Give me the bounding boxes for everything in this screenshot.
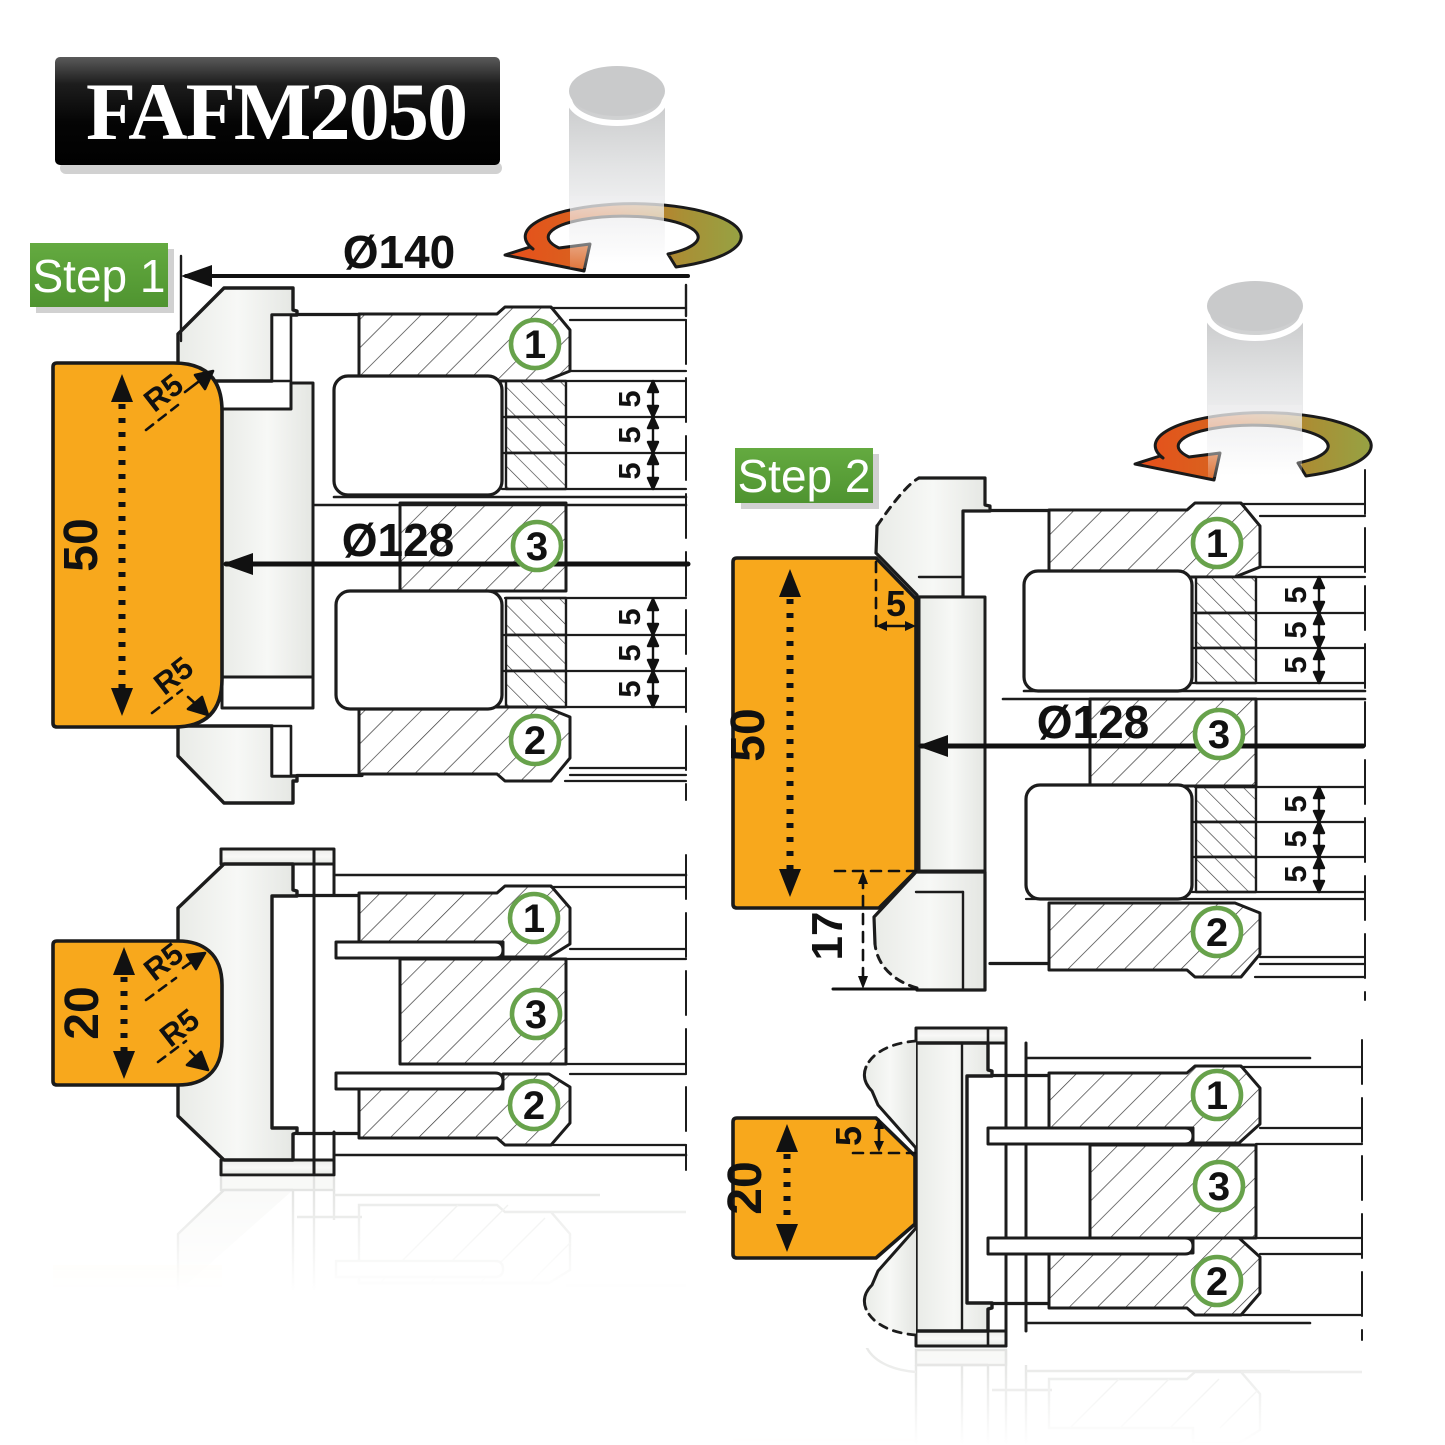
svg-text:20: 20 (56, 986, 109, 1039)
svg-text:Step 2: Step 2 (738, 450, 871, 502)
svg-text:1: 1 (1206, 522, 1228, 566)
svg-text:3: 3 (526, 525, 548, 569)
svg-text:Ø140: Ø140 (343, 226, 456, 278)
svg-text:2: 2 (524, 719, 546, 763)
svg-text:5: 5 (612, 680, 647, 697)
svg-text:5: 5 (1278, 586, 1313, 603)
svg-text:50: 50 (722, 708, 775, 761)
svg-text:Step 1: Step 1 (33, 250, 166, 302)
svg-text:5: 5 (1278, 830, 1313, 847)
svg-text:5: 5 (612, 426, 647, 443)
svg-text:2: 2 (1206, 1260, 1228, 1304)
svg-text:3: 3 (525, 993, 547, 1037)
svg-text:2: 2 (1206, 911, 1228, 955)
svg-text:3: 3 (1208, 1165, 1230, 1209)
svg-text:5: 5 (612, 608, 647, 625)
svg-text:FAFM2050: FAFM2050 (86, 66, 468, 157)
svg-text:2: 2 (523, 1084, 545, 1128)
svg-text:17: 17 (803, 912, 852, 961)
svg-text:Ø128: Ø128 (1037, 696, 1150, 748)
svg-text:5: 5 (1278, 795, 1313, 812)
svg-text:5: 5 (1278, 865, 1313, 882)
svg-text:5: 5 (612, 644, 647, 661)
svg-text:5: 5 (612, 462, 647, 479)
svg-text:1: 1 (524, 323, 546, 367)
svg-text:1: 1 (523, 897, 545, 941)
svg-text:5: 5 (828, 1126, 869, 1146)
svg-text:1: 1 (1206, 1074, 1228, 1118)
svg-text:3: 3 (1208, 713, 1230, 757)
svg-text:50: 50 (55, 518, 108, 571)
svg-text:5: 5 (612, 390, 647, 407)
svg-text:Ø128: Ø128 (342, 514, 455, 566)
svg-text:5: 5 (1278, 656, 1313, 673)
svg-text:20: 20 (719, 1161, 772, 1214)
svg-text:5: 5 (886, 583, 906, 624)
svg-text:5: 5 (1278, 621, 1313, 638)
